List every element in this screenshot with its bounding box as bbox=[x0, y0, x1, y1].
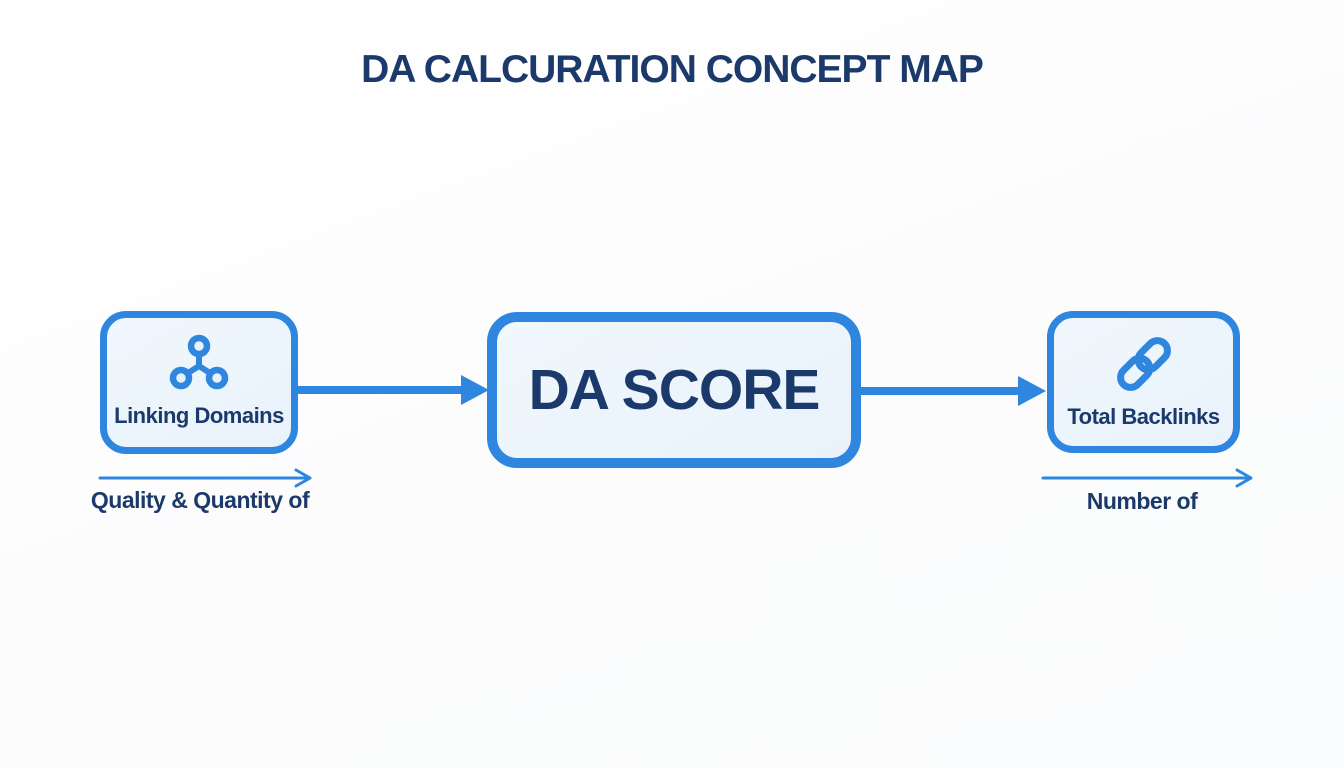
node-total-backlinks: Total Backlinks bbox=[1047, 311, 1240, 453]
node-linking-domains: Linking Domains bbox=[100, 311, 298, 454]
share-network-icon bbox=[167, 332, 231, 396]
caption-quality-quantity: Quality & Quantity of bbox=[90, 487, 310, 513]
page-title: DA CALCURATION CONCEPT MAP bbox=[361, 48, 984, 91]
node-label-da-score: DA SCORE bbox=[528, 358, 821, 422]
arrow-left-to-center bbox=[295, 375, 489, 405]
arrow-under-left-caption bbox=[98, 468, 312, 488]
node-da-score: DA SCORE bbox=[487, 312, 861, 468]
arrow-under-right-caption bbox=[1041, 468, 1253, 488]
node-label-linking-domains: Linking Domains bbox=[114, 403, 284, 428]
arrow-center-to-right bbox=[859, 376, 1046, 406]
chain-link-icon bbox=[1111, 331, 1177, 397]
caption-number-of: Number of bbox=[1086, 488, 1198, 514]
node-label-total-backlinks: Total Backlinks bbox=[1067, 403, 1220, 429]
